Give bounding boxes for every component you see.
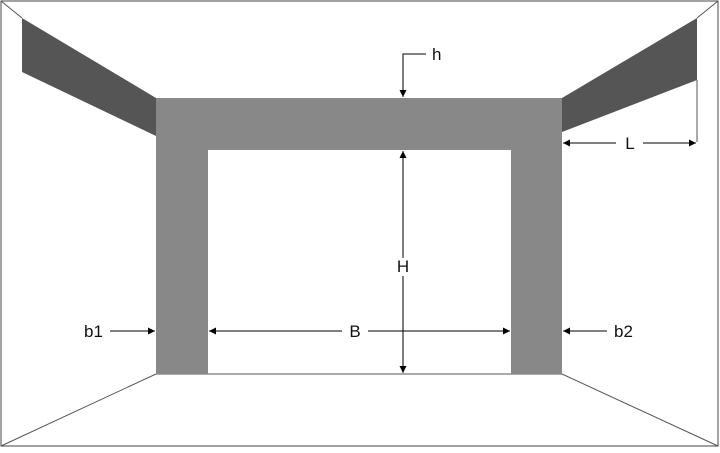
L-label: L <box>625 134 634 153</box>
perspective-line-top-left <box>0 0 23 19</box>
dimension-lines <box>110 53 696 373</box>
portal-frame <box>156 98 562 374</box>
perspective-line-bottom-left <box>0 373 157 447</box>
right-side-beam <box>562 18 697 132</box>
H-label: H <box>397 257 409 276</box>
h-label: h <box>432 45 441 64</box>
b2-label: b2 <box>614 322 633 341</box>
left-side-beam <box>22 18 156 136</box>
B-label: B <box>349 322 360 341</box>
perspective-line-bottom-right <box>561 373 719 447</box>
b1-label: b1 <box>84 322 103 341</box>
perspective-line-top-right <box>696 0 719 19</box>
h-dimension-arrow <box>399 53 426 97</box>
